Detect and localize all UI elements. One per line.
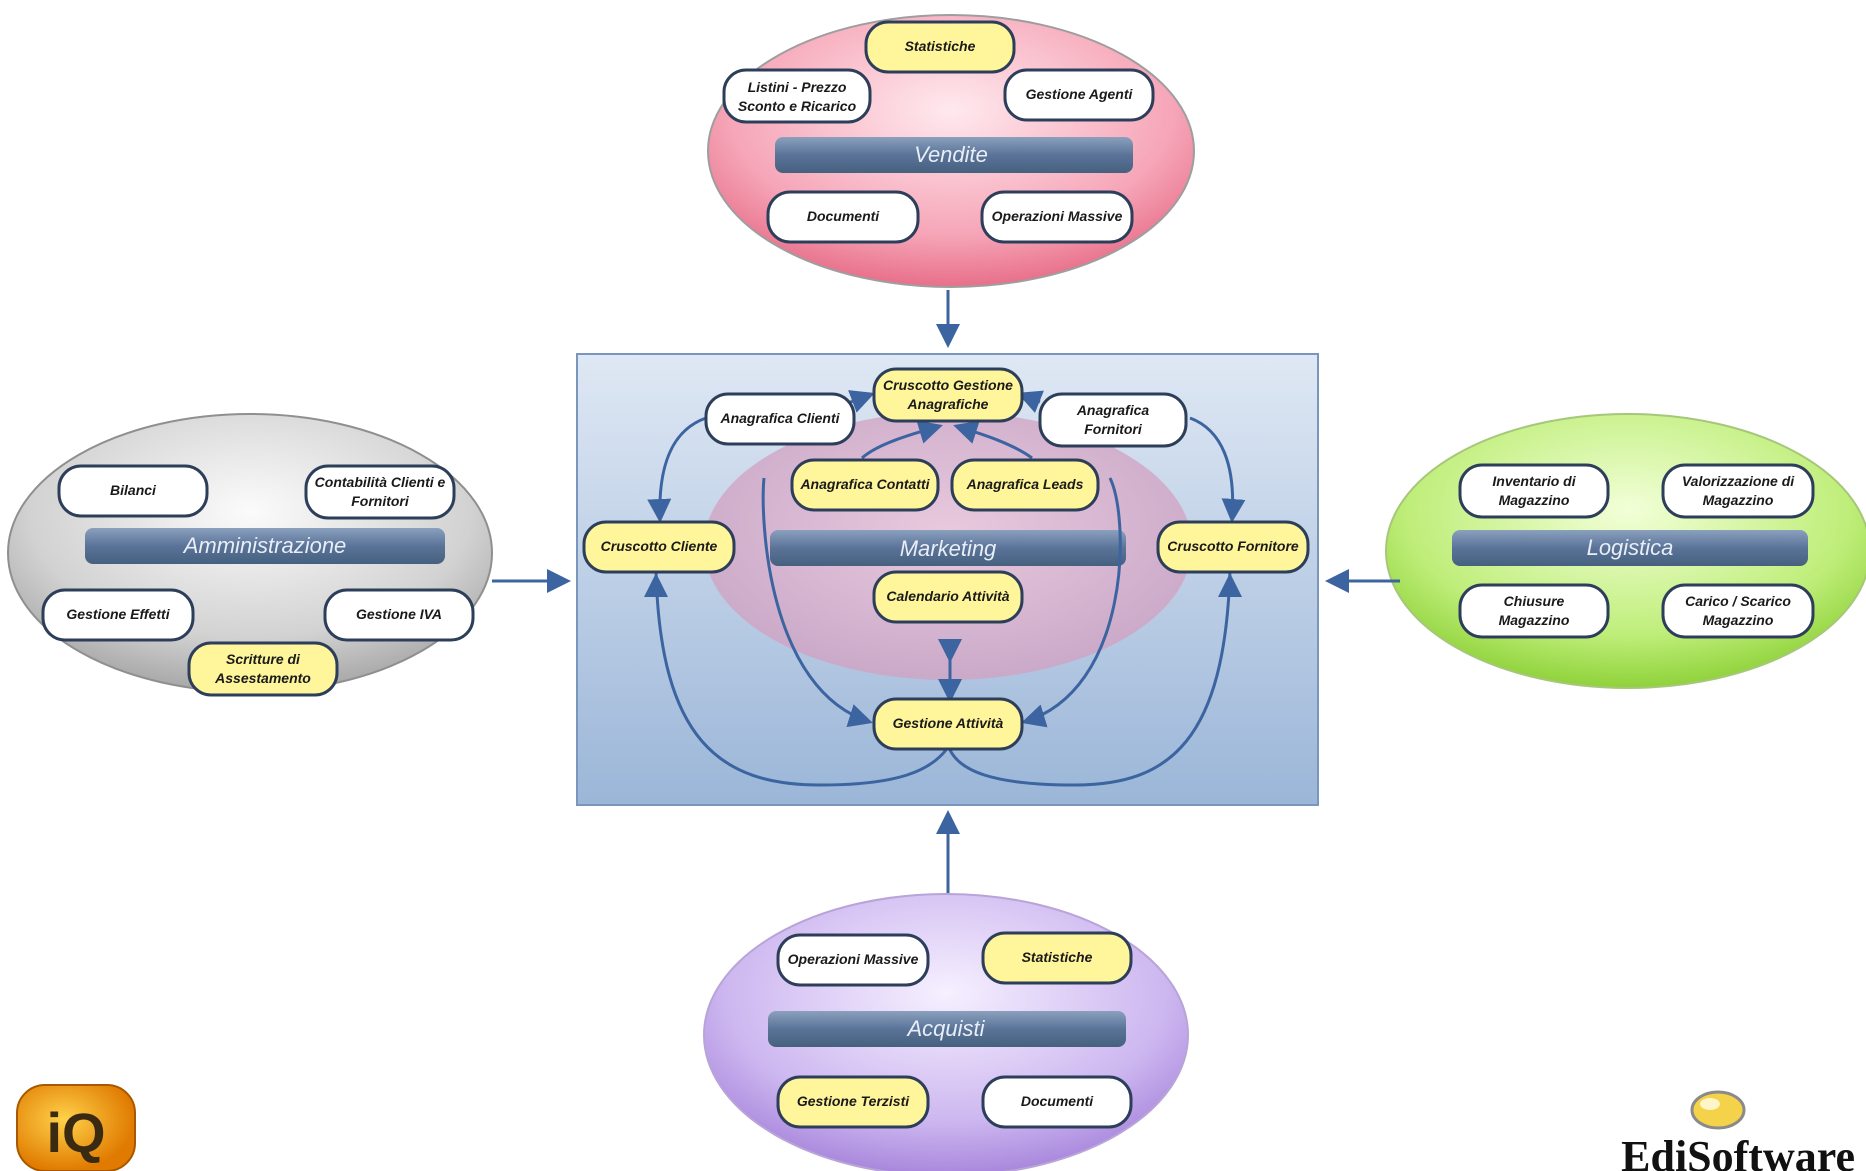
module-connectors [492,290,1400,893]
svg-text:Gestione Terzisti: Gestione Terzisti [797,1093,910,1109]
svg-text:Calendario Attività: Calendario Attività [886,588,1009,604]
svg-text:Gestione Agenti: Gestione Agenti [1026,86,1134,102]
svg-text:Documenti: Documenti [1021,1093,1094,1109]
node-amm-contabilita[interactable]: Contabilità Clienti e Fornitori [304,464,456,520]
svg-text:Operazioni Massive: Operazioni Massive [788,951,919,967]
node-vendite-documenti[interactable]: Documenti [766,190,920,244]
marketing-connectors [644,390,1246,787]
node-acq-statistiche[interactable]: Statistiche [981,931,1133,985]
node-log-valorizzazione[interactable]: Valorizzazione di Magazzino [1661,463,1815,519]
svg-text:Fornitori: Fornitori [1084,421,1143,437]
svg-text:Statistiche: Statistiche [905,38,976,54]
svg-text:Bilanci: Bilanci [110,482,157,498]
node-mkt-calendario-attivita[interactable]: Calendario Attività [872,570,1024,624]
svg-text:Assestamento: Assestamento [214,670,311,686]
node-vendite-gestione-agenti[interactable]: Gestione Agenti [1003,68,1155,122]
vendite-group: Vendite Statistiche Listini - Prezzo Sco… [707,14,1195,288]
node-log-carico-scarico[interactable]: Carico / Scarico Magazzino [1661,583,1815,639]
node-acq-documenti[interactable]: Documenti [981,1075,1133,1129]
node-log-inventario[interactable]: Inventario di Magazzino [1458,463,1610,519]
svg-text:Listini - Prezzo: Listini - Prezzo [748,79,847,95]
node-vendite-operazioni-massive[interactable]: Operazioni Massive [980,190,1134,244]
svg-text:iQ: iQ [46,1101,105,1164]
acquisti-bar [768,1011,1126,1047]
node-mkt-cruscotto-fornitore[interactable]: Cruscotto Fornitore [1156,520,1310,574]
amministrazione-group: Amministrazione Bilanci Contabilità Clie… [7,413,493,697]
node-vendite-statistiche[interactable]: Statistiche [864,20,1016,74]
svg-text:Gestione IVA: Gestione IVA [356,606,442,622]
node-amm-gestione-effetti[interactable]: Gestione Effetti [41,588,195,642]
logistica-bar [1452,530,1808,566]
svg-text:Carico / Scarico: Carico / Scarico [1685,593,1791,609]
svg-text:Anagrafica Contatti: Anagrafica Contatti [799,476,930,492]
svg-text:Sconto e Ricarico: Sconto e Ricarico [738,98,857,114]
svg-text:Inventario di: Inventario di [1492,473,1576,489]
node-mkt-anagrafica-clienti[interactable]: Anagrafica Clienti [704,392,856,446]
node-amm-bilanci[interactable]: Bilanci [57,464,209,518]
svg-text:Contabilità Clienti e: Contabilità Clienti e [315,474,446,490]
node-mkt-cruscotto-gestione[interactable]: Cruscotto Gestione Anagrafiche [872,367,1024,423]
marketing-title: Marketing [900,536,997,561]
svg-text:Documenti: Documenti [807,208,880,224]
node-mkt-anagrafica-leads[interactable]: Anagrafica Leads [950,458,1100,512]
amministrazione-bar [85,528,445,564]
svg-text:Gestione Attività: Gestione Attività [893,715,1004,731]
acquisti-title: Acquisti [905,1016,985,1041]
logo-edisoftware: EdiSoftware [1621,1090,1855,1171]
node-acq-operazioni-massive[interactable]: Operazioni Massive [776,933,930,987]
svg-text:Anagrafica: Anagrafica [1076,402,1150,418]
amministrazione-title: Amministrazione [182,533,347,558]
svg-text:Chiusure: Chiusure [1504,593,1565,609]
marketing-group: Marketing Cruscotto Gestione Anagrafiche [576,353,1319,806]
svg-text:Cruscotto Cliente: Cruscotto Cliente [601,538,718,554]
svg-text:Fornitori: Fornitori [351,493,410,509]
logistica-title: Logistica [1587,535,1674,560]
svg-text:Cruscotto Gestione: Cruscotto Gestione [883,377,1013,393]
svg-text:EdiSoftware: EdiSoftware [1621,1132,1855,1171]
node-mkt-anagrafica-fornitori[interactable]: Anagrafica Fornitori [1038,392,1188,448]
svg-text:Magazzino: Magazzino [1703,492,1774,508]
node-acq-gestione-terzisti[interactable]: Gestione Terzisti [776,1075,930,1129]
node-amm-scritture[interactable]: Scritture di Assestamento [187,641,339,697]
node-mkt-gestione-attivita[interactable]: Gestione Attività [872,697,1024,751]
svg-text:Operazioni Massive: Operazioni Massive [992,208,1123,224]
marketing-bar [770,530,1126,566]
node-mkt-cruscotto-cliente[interactable]: Cruscotto Cliente [582,520,736,574]
logistica-group: Logistica Inventario di Magazzino Valori… [1385,413,1866,689]
logo-iq: iQ [16,1084,136,1171]
node-mkt-anagrafica-contatti[interactable]: Anagrafica Contatti [790,458,940,512]
node-amm-gestione-iva[interactable]: Gestione IVA [323,588,475,642]
svg-text:Magazzino: Magazzino [1499,612,1570,628]
node-vendite-listini[interactable]: Listini - Prezzo Sconto e Ricarico [722,68,872,124]
svg-text:Anagrafiche: Anagrafiche [907,396,989,412]
svg-text:Gestione Effetti: Gestione Effetti [66,606,170,622]
vendite-bar [775,137,1133,173]
acquisti-group: Acquisti Operazioni Massive Statistiche … [703,893,1189,1171]
svg-text:Valorizzazione di: Valorizzazione di [1682,473,1795,489]
svg-text:Statistiche: Statistiche [1022,949,1093,965]
svg-text:Magazzino: Magazzino [1499,492,1570,508]
svg-text:Magazzino: Magazzino [1703,612,1774,628]
svg-text:Anagrafica Leads: Anagrafica Leads [966,476,1084,492]
svg-text:Cruscotto Fornitore: Cruscotto Fornitore [1167,538,1299,554]
vendite-title: Vendite [914,142,988,167]
svg-text:Scritture di: Scritture di [226,651,301,667]
node-log-chiusure[interactable]: Chiusure Magazzino [1458,583,1610,639]
svg-text:Anagrafica Clienti: Anagrafica Clienti [719,410,840,426]
